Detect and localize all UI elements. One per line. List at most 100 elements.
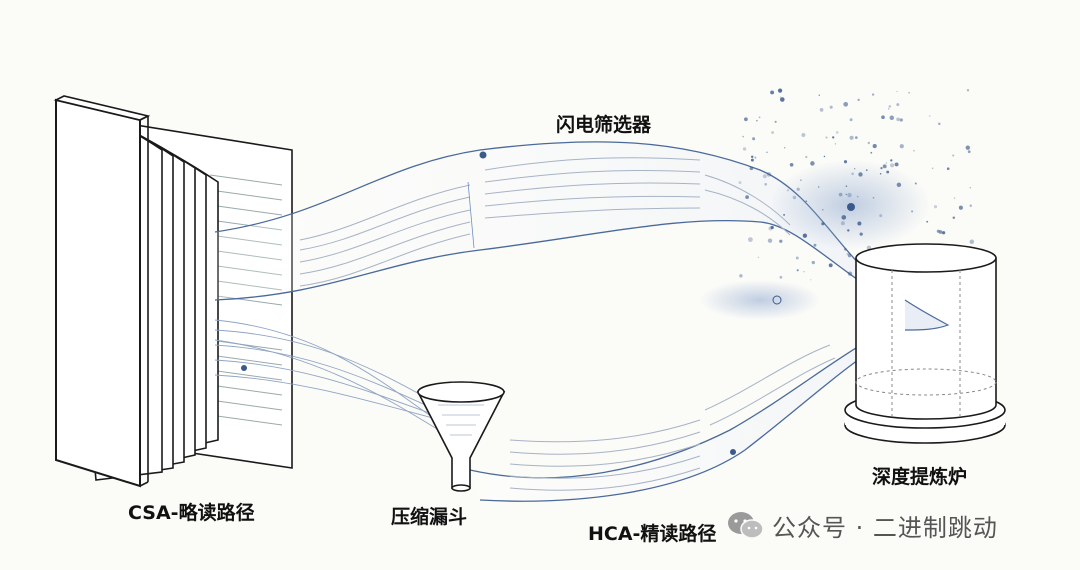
particle-dot: [847, 254, 852, 258]
particle-dot: [750, 158, 754, 162]
particle-dot: [928, 115, 931, 117]
particle-dot: [795, 256, 799, 260]
particle-dot: [849, 118, 853, 122]
particle-dot: [882, 164, 887, 169]
particle-dot: [952, 216, 956, 219]
particle-dot: [766, 172, 772, 177]
particle-dot: [872, 196, 875, 199]
particle-dot: [796, 269, 799, 272]
particle-dot: [843, 160, 848, 164]
particle-dot: [801, 133, 806, 137]
particle-dot: [854, 136, 858, 139]
particle-dot: [969, 187, 971, 189]
particle-dot: [744, 117, 748, 122]
csa-path-label: CSA-略读路径: [128, 502, 255, 524]
particle-dot: [938, 122, 941, 126]
particle-dot: [780, 97, 785, 102]
particle-dot: [890, 159, 893, 162]
particle-dot: [946, 167, 950, 170]
particle-dot: [871, 93, 875, 96]
particle-dot: [969, 204, 972, 207]
particle-dot: [829, 105, 833, 109]
particle-dot: [938, 230, 943, 234]
particle-dot: [847, 271, 853, 276]
particle-dot: [965, 145, 970, 150]
particle-dot: [849, 135, 854, 140]
particle-dot: [941, 231, 946, 235]
particle-dot: [803, 271, 805, 273]
particle-dot: [739, 274, 743, 278]
particle-dot: [756, 119, 758, 122]
particle-dot: [738, 181, 742, 185]
particle-dot: [835, 131, 839, 134]
particle-dot: [748, 237, 753, 242]
particle-dot: [845, 193, 847, 196]
particle-dot: [843, 101, 849, 107]
particle-dot: [908, 91, 910, 94]
particle-dot: [911, 210, 914, 213]
particle-dot: [958, 205, 963, 210]
particle-dot: [847, 192, 852, 198]
book-illustration: [53, 95, 293, 488]
particle-dot: [966, 89, 970, 92]
particle-dot: [894, 162, 899, 167]
particle-dot: [896, 117, 900, 122]
particle-dot: [867, 141, 871, 145]
particle-dot: [752, 137, 756, 141]
hca-path-label: HCA-精读路径: [588, 523, 717, 545]
funnel-illustration: [416, 381, 506, 492]
particle-dot: [854, 168, 856, 170]
particle-dot: [779, 96, 782, 98]
particle-dot: [899, 118, 903, 122]
particle-dot: [857, 221, 862, 226]
particle-dot: [881, 115, 885, 120]
particle-dot: [952, 154, 955, 157]
particle-dot: [805, 155, 808, 159]
particle-dot: [821, 222, 825, 226]
particle-dot: [933, 205, 938, 209]
particle-dot: [856, 195, 859, 198]
particle-dot: [783, 213, 786, 216]
particle-dot: [926, 220, 929, 223]
particle-dot: [770, 225, 774, 230]
particle-dot: [749, 166, 754, 171]
particle-dot: [834, 143, 837, 145]
flash-filter-label: 闪电筛选器: [556, 114, 652, 136]
particle-dot: [885, 162, 888, 164]
particle-dot: [879, 173, 882, 175]
particle-dot: [914, 182, 917, 185]
particle-dot: [792, 195, 797, 200]
particle-dot: [967, 150, 971, 154]
particle-dot: [851, 172, 854, 176]
particle-dot: [771, 131, 775, 134]
particle-dot: [796, 187, 800, 191]
particle-dot: [886, 170, 890, 174]
particle-dot: [838, 192, 843, 197]
particle-dot: [789, 162, 794, 167]
particle-dot: [823, 155, 826, 158]
particle-dot: [913, 150, 915, 152]
particle-dot: [870, 151, 873, 154]
furnace-illustration: [844, 243, 1006, 444]
particle-dot: [819, 108, 824, 112]
particle-dot: [840, 221, 845, 226]
particle-dot: [889, 163, 895, 168]
particle-dot: [832, 136, 835, 139]
particle-dot: [899, 144, 904, 149]
particle-dot: [845, 185, 848, 187]
upper-stream: [214, 141, 906, 309]
particle-dot: [810, 279, 812, 281]
particle-dot: [846, 252, 850, 256]
particle-dot: [810, 161, 815, 166]
particle-dot: [786, 189, 790, 192]
particle-dot: [896, 182, 902, 188]
wechat-icon: [728, 511, 764, 539]
particle-dot: [931, 167, 934, 170]
particle-dot: [777, 88, 783, 93]
particle-dot: [818, 94, 821, 96]
particle-dot: [805, 200, 808, 203]
particle-dot: [859, 232, 863, 236]
particle-dot: [762, 174, 767, 179]
watermark: 公众号 · 二进制跳动: [726, 508, 998, 543]
particle-dot: [822, 209, 824, 211]
